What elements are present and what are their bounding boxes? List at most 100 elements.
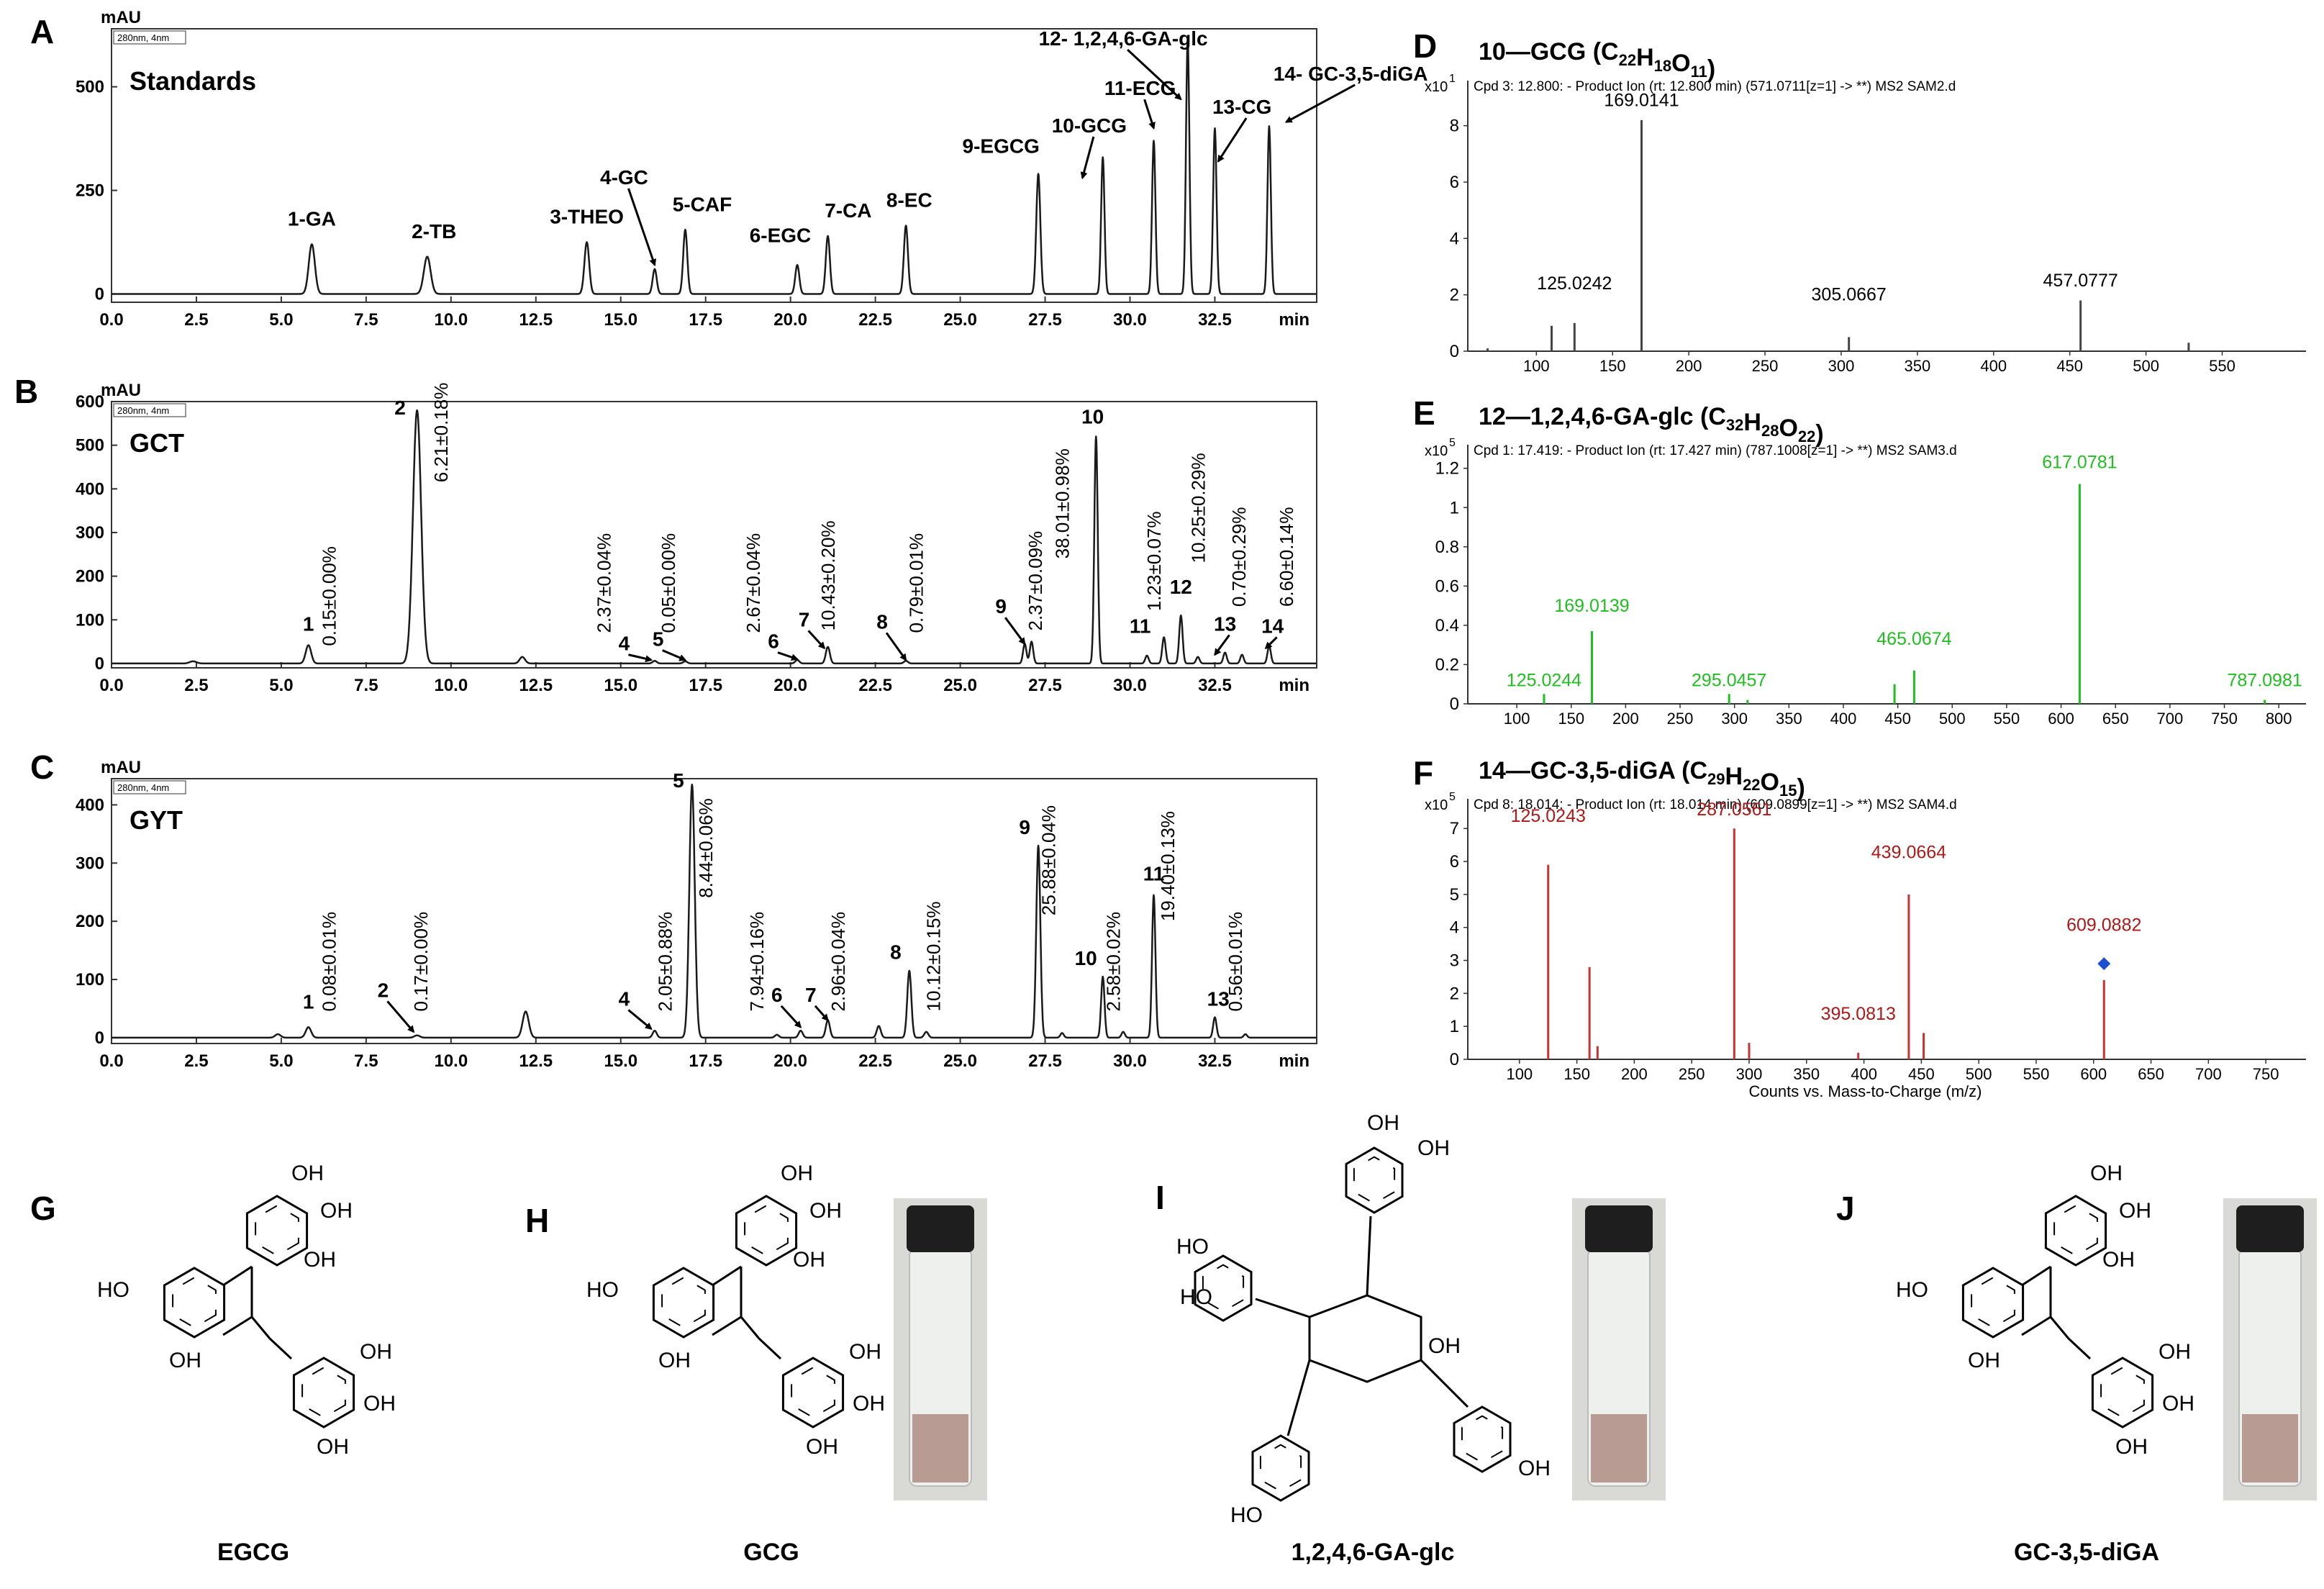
- peak-arrow: [814, 1005, 829, 1022]
- peak-label: 5: [653, 628, 664, 651]
- ring-bond: [1251, 1434, 1310, 1502]
- spectrum-header: Cpd 3: 12.800: - Product Ion (rt: 12.800…: [1474, 79, 1956, 94]
- x-axis-label: min: [1279, 310, 1309, 330]
- peak-arrow: [1143, 99, 1156, 130]
- content-percent-label: 2.67±0.04%: [743, 533, 764, 633]
- x-tick-label: 100: [1504, 710, 1530, 728]
- x-tick-label: 400: [1830, 710, 1857, 728]
- x-tick-label: 650: [2102, 710, 2129, 728]
- x-tick-label: 30.0: [1113, 676, 1147, 695]
- aromatic-bond: [255, 1205, 299, 1257]
- ring-bond: [2091, 1357, 2154, 1429]
- ring-bond: [245, 1195, 309, 1267]
- x-tick-label: 250: [1667, 710, 1694, 728]
- x-tick-label: 550: [1994, 710, 2020, 728]
- x-tick-label: 10.0: [434, 310, 468, 330]
- peak-label: 1: [303, 990, 314, 1013]
- vial-photo: [1572, 1198, 1666, 1500]
- vial-cap: [1585, 1205, 1653, 1252]
- atom-label: HO: [586, 1278, 619, 1302]
- atom-label: OH: [2162, 1392, 2194, 1416]
- ring-bond: [2044, 1195, 2107, 1267]
- x-tick-label: 2.5: [184, 1051, 208, 1071]
- atom-label: OH: [809, 1199, 842, 1223]
- x-tick-label: 2.5: [184, 676, 208, 695]
- detector-label: 280nm, 4nm: [117, 782, 169, 793]
- y-multiplier: x10: [1425, 79, 1448, 95]
- x-tick-label: 550: [2023, 1065, 2050, 1083]
- x-tick-label: 450: [1908, 1065, 1935, 1083]
- atom-label: OH: [1518, 1457, 1551, 1480]
- atom-label: OH: [169, 1349, 201, 1372]
- x-tick-label: 100: [1506, 1065, 1533, 1083]
- y-tick-label: 1: [1450, 498, 1459, 517]
- peak-label: 8-EC: [886, 189, 932, 212]
- detector-label: 280nm, 4nm: [117, 405, 169, 416]
- peak-arrow: [1080, 136, 1095, 180]
- detector-label: 280nm, 4nm: [117, 32, 169, 43]
- x-tick-label: 600: [2080, 1065, 2107, 1083]
- chart-title: 12—1,2,4,6-GA-glc (C32H28O22): [1479, 403, 1824, 448]
- y-tick-label: 1.2: [1435, 459, 1459, 479]
- x-tick-label: 200: [1676, 357, 1702, 375]
- peak-label: 8: [876, 610, 888, 633]
- x-tick-label: 700: [2157, 710, 2184, 728]
- y-axis-label: mAU: [101, 8, 141, 27]
- vial-powder: [1591, 1414, 1647, 1482]
- panel-letter-h: H: [525, 1202, 549, 1239]
- y-tick-label: 500: [76, 78, 104, 97]
- ring-bond: [1194, 1254, 1253, 1322]
- x-tick-label: 27.5: [1028, 1051, 1062, 1071]
- detector-box: [113, 30, 186, 45]
- x-tick-label: 25.0: [943, 1051, 977, 1071]
- peak-mz-label: 395.0813: [1821, 1004, 1896, 1024]
- x-tick-label: 400: [1851, 1065, 1877, 1083]
- panel-letter-j: J: [1836, 1190, 1855, 1227]
- peak-label: 11: [1143, 863, 1165, 885]
- peak-mz-label: 439.0664: [1871, 842, 1946, 862]
- y-axis-label: mAU: [101, 381, 141, 400]
- bond-line: [2021, 1316, 2051, 1336]
- content-percent-label: 2.96±0.04%: [827, 912, 849, 1012]
- panel-letter-g: G: [30, 1190, 56, 1227]
- peak-mz-label: 457.0777: [2043, 271, 2118, 291]
- x-tick-label: 5.0: [269, 676, 293, 695]
- peak-mz-label: 609.0882: [2066, 915, 2141, 935]
- ring-bond: [1308, 1294, 1422, 1383]
- bond-line: [712, 1316, 742, 1336]
- y-tick-label: 0.4: [1435, 616, 1459, 635]
- aromatic-bond: [172, 1277, 217, 1328]
- x-tick-label: 17.5: [689, 310, 722, 330]
- x-tick-label: 22.5: [858, 1051, 892, 1071]
- bond-line: [1366, 1215, 1372, 1296]
- atom-label: OH: [1968, 1349, 2000, 1372]
- atom-label: OH: [2159, 1340, 2191, 1364]
- peak-arrow: [628, 653, 653, 663]
- peak-label: 12- 1,2,4,6-GA-glc: [1039, 27, 1208, 50]
- x-tick-label: 27.5: [1028, 310, 1062, 330]
- panel-letter-i: I: [1156, 1179, 1165, 1216]
- peak-arrow: [1284, 83, 1356, 123]
- peak-arrow: [780, 1005, 802, 1028]
- peak-label: 9: [995, 595, 1007, 617]
- x-tick-label: 500: [1939, 710, 1966, 728]
- y-tick-label: 600: [76, 392, 104, 412]
- atom-label: OH: [658, 1349, 691, 1372]
- y-tick-label: 0: [95, 1028, 104, 1048]
- y-tick-label: 200: [76, 567, 104, 587]
- content-percent-label: 2.05±0.88%: [655, 912, 676, 1012]
- x-tick-label: 300: [1736, 1065, 1763, 1083]
- x-tick-label: 600: [2048, 710, 2074, 728]
- x-tick-label: 10.0: [434, 1051, 468, 1071]
- x-tick-label: 0.0: [99, 676, 123, 695]
- x-tick-label: 200: [1612, 710, 1639, 728]
- chart-title: GYT: [130, 805, 183, 835]
- x-tick-label: 2.5: [184, 310, 208, 330]
- bond-line: [1286, 1359, 1311, 1436]
- content-percent-label: 0.17±0.00%: [410, 912, 432, 1012]
- peak-arrow: [1004, 617, 1026, 646]
